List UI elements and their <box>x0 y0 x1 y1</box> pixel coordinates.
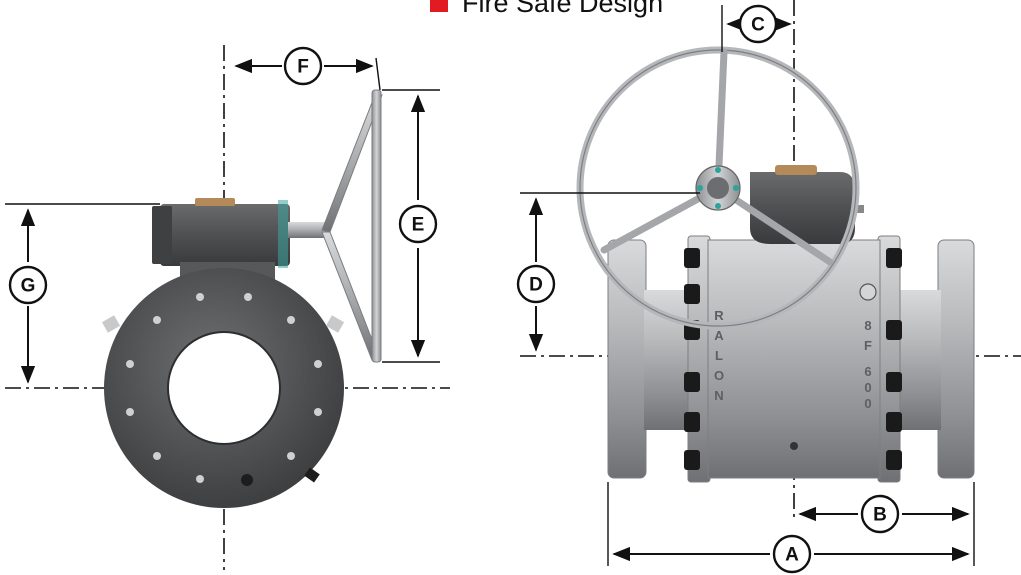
dim-label-b: B <box>860 494 900 534</box>
svg-text:6: 6 <box>864 364 871 379</box>
side-flange-bore <box>167 331 281 445</box>
side-gearbox <box>160 204 290 266</box>
front-gearbox <box>750 172 855 244</box>
svg-text:E: E <box>412 215 425 236</box>
svg-text:L: L <box>715 348 723 363</box>
front-left-body-flange <box>687 235 711 483</box>
svg-text:A: A <box>785 545 799 566</box>
front-hub-bolts <box>697 167 739 209</box>
front-gearbox-indicator <box>852 205 864 213</box>
dim-label-e: E <box>398 204 438 244</box>
svg-text:N: N <box>714 388 723 403</box>
dim-f-ext-line <box>375 57 381 91</box>
svg-text:G: G <box>21 276 36 297</box>
svg-text:8: 8 <box>864 318 871 333</box>
front-center-body <box>707 239 881 479</box>
svg-text:C: C <box>751 15 765 36</box>
side-handwheel-spoke-upper <box>321 94 383 233</box>
front-body-lettering-left: R A L O N <box>714 308 724 403</box>
front-right-body-flange <box>877 235 901 483</box>
svg-text:B: B <box>873 505 887 526</box>
side-handwheel-rim <box>371 89 382 363</box>
side-stud <box>304 467 320 483</box>
front-handwheel-hub-center <box>707 177 729 199</box>
dim-label-c: C <box>738 4 778 44</box>
red-square-bullet-icon <box>430 0 448 12</box>
front-right-end-flange <box>937 239 975 479</box>
side-view: F E G <box>5 45 450 570</box>
front-drain-plug <box>790 442 798 450</box>
svg-text:0: 0 <box>864 396 871 411</box>
front-handwheel-rim-edge <box>579 49 857 327</box>
side-drain-plug <box>241 474 253 486</box>
front-view: R A L O N 8 F 6 0 0 <box>516 0 1021 574</box>
side-gearbox-top-plate <box>195 198 235 206</box>
front-gearbox-top-plate <box>775 165 817 175</box>
front-body-lettering-right: 8 F 6 0 0 <box>864 318 872 411</box>
dim-label-a: A <box>772 534 812 574</box>
dim-label-f: F <box>283 46 323 86</box>
side-gearbox-end-cap <box>152 206 172 264</box>
side-gearbox-seal <box>278 200 288 268</box>
title-text: Fire Safe Design <box>462 0 664 18</box>
svg-text:R: R <box>714 308 724 323</box>
svg-text:D: D <box>529 275 543 296</box>
front-lift-lug <box>859 283 877 301</box>
side-lift-lug-left <box>101 315 121 333</box>
front-body-bolts <box>684 248 902 470</box>
side-input-shaft <box>288 222 326 238</box>
svg-text:O: O <box>714 368 724 383</box>
front-right-neck <box>895 290 941 430</box>
dim-label-g: G <box>8 265 48 305</box>
side-lift-lug-right <box>325 315 345 333</box>
svg-text:F: F <box>864 338 872 353</box>
header-title: Fire Safe Design <box>430 0 663 18</box>
dim-label-d: D <box>516 264 556 304</box>
svg-text:A: A <box>714 328 724 343</box>
svg-text:0: 0 <box>864 380 871 395</box>
svg-text:F: F <box>297 57 309 78</box>
